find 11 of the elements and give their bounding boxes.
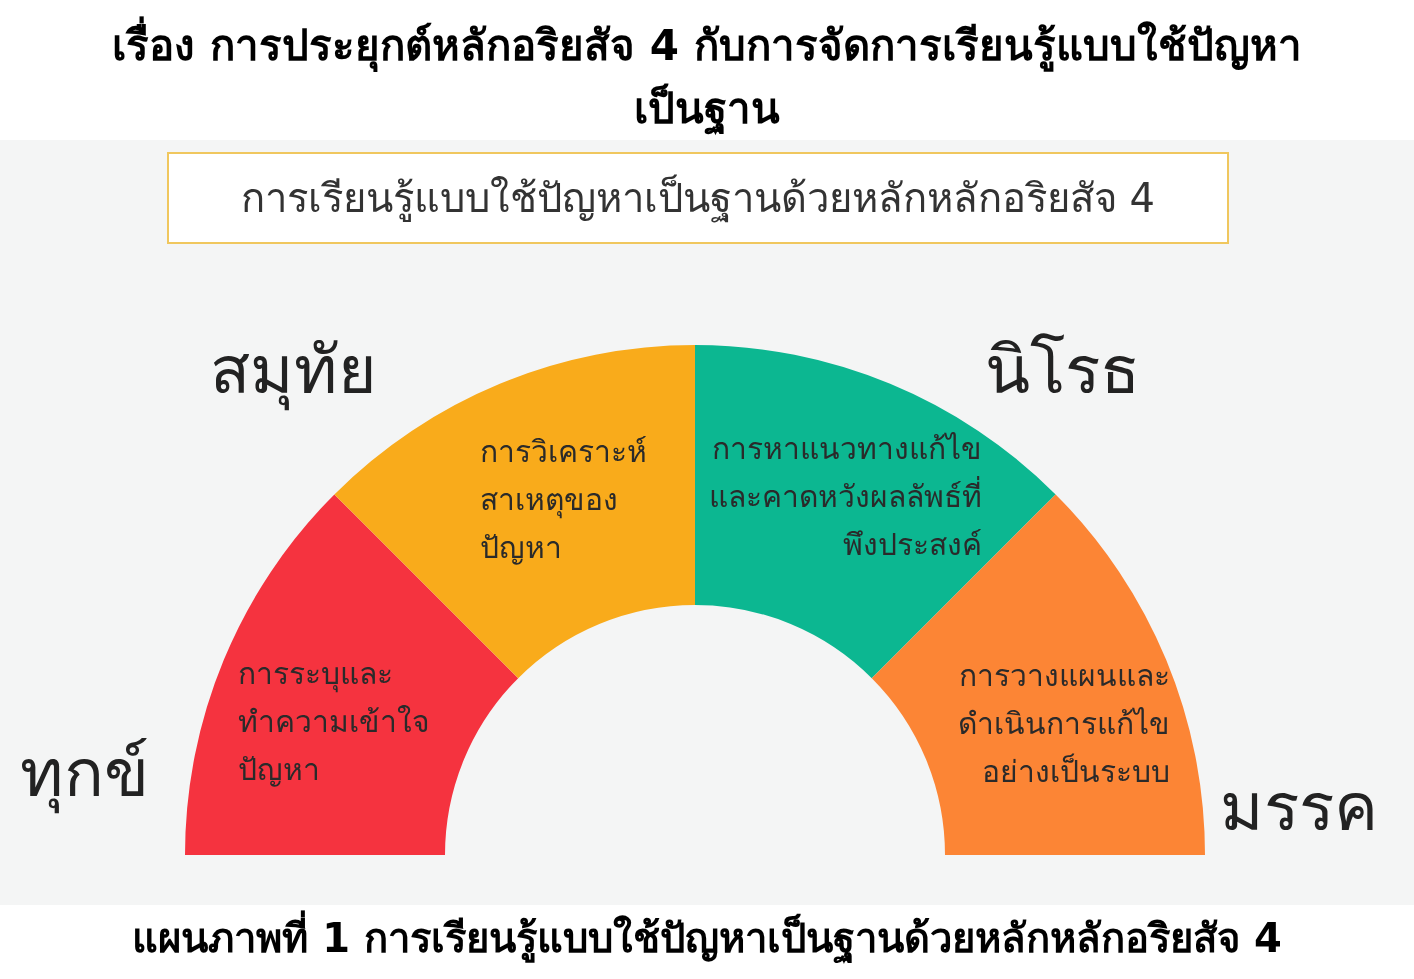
segment-heading: ทุกข์ xyxy=(20,734,149,816)
title: เรื่อง การประยุกต์หลักอริยสัจ 4 กับการจัดการเรียนรู้แบบใช้ปัญหาเป็นฐาน xyxy=(100,14,1314,140)
caption: แผนภาพที่ 1 การเรียนรู้แบบใช้ปัญหาเป็นฐานด้วยหลักหลักอริยสัจ 4 xyxy=(10,908,1404,968)
segment-text: การหาแนวทางแก้ไขและคาดหวังผลลัพธ์ที่พึงประสงค์ xyxy=(708,430,982,564)
heading-box: การเรียนรู้แบบใช้ปัญหาเป็นฐานด้วยหลักหลักอริยสัจ 4 xyxy=(167,152,1229,244)
segment-text: การวางแผนและดำเนินการแก้ไขอย่างเป็นระบบ xyxy=(957,657,1170,791)
segment-heading: มรรค xyxy=(1220,768,1378,848)
segment-heading: สมุทัย xyxy=(210,331,377,413)
segment-text: การวิเคราะห์สาเหตุของปัญหา xyxy=(480,433,648,567)
segment-heading: นิโรธ xyxy=(985,331,1140,411)
segment-text: การระบุและทำความเข้าใจปัญหา xyxy=(238,655,431,789)
